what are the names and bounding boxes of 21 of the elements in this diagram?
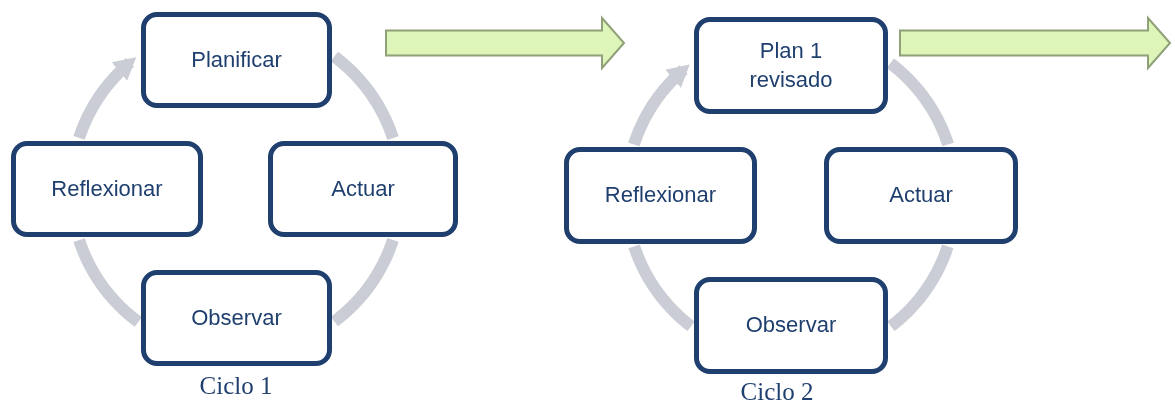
step-box xyxy=(824,147,1018,244)
step-label: Reflexionar xyxy=(603,181,718,210)
step-label: Observar xyxy=(744,311,838,340)
step-label: Plan 1 revisado xyxy=(748,36,834,94)
step-box xyxy=(141,270,332,366)
cycle-caption: Ciclo 2 xyxy=(740,378,814,403)
step-label: Actuar xyxy=(888,181,954,210)
cycle-arrow xyxy=(73,57,137,143)
block-arrow xyxy=(385,15,626,71)
step-box xyxy=(141,12,332,108)
step-box xyxy=(11,141,203,237)
block-arrow xyxy=(899,15,1172,71)
step-box xyxy=(694,17,888,114)
step-box xyxy=(694,277,888,374)
cycle-caption: Ciclo 1 xyxy=(199,372,273,400)
step-box xyxy=(268,141,458,237)
step-label: Observar xyxy=(190,303,283,332)
step-label: Planificar xyxy=(190,45,283,74)
step-label: Reflexionar xyxy=(50,174,164,203)
step-box xyxy=(564,147,757,244)
step-label: Actuar xyxy=(330,174,396,203)
